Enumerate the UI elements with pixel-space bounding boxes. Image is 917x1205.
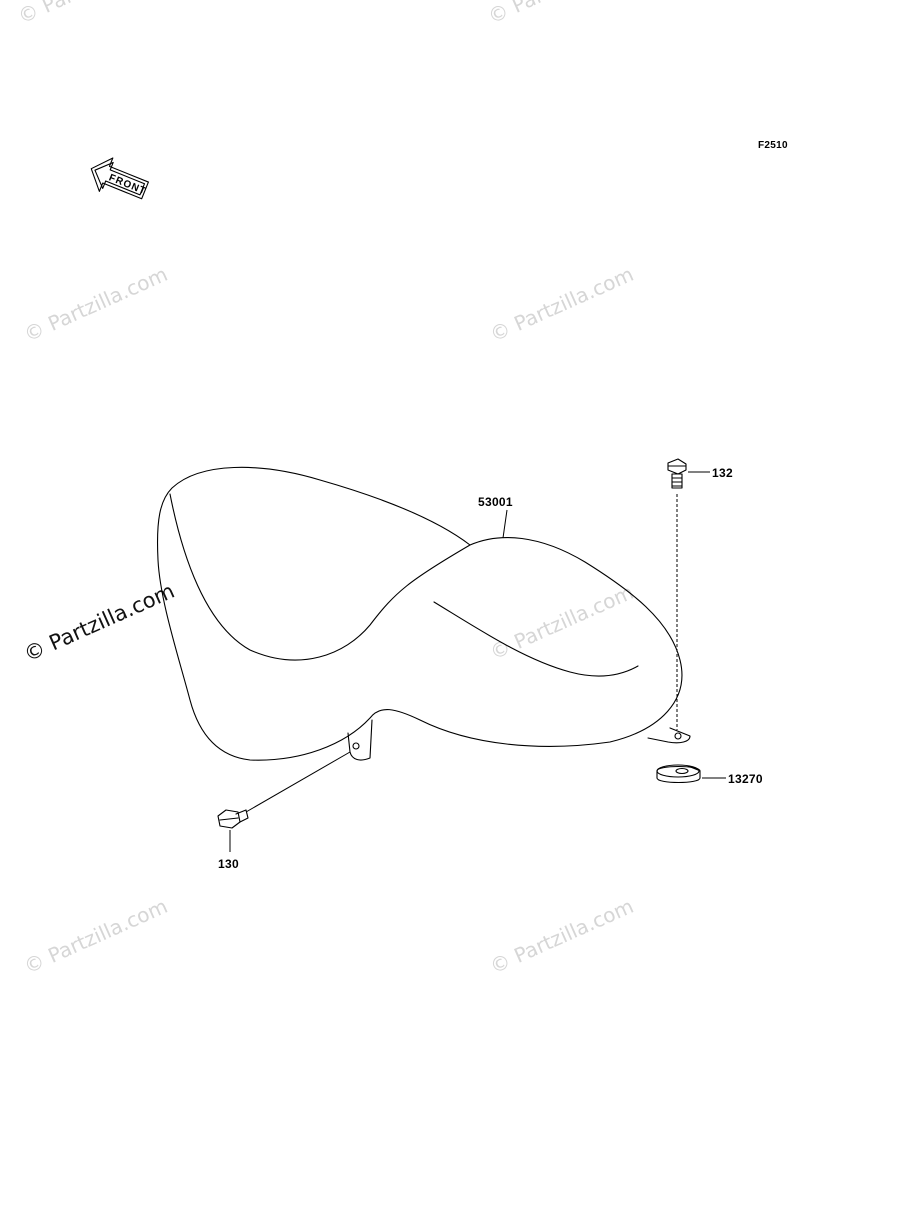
bolt-icon-rear[interactable] xyxy=(667,458,687,489)
watermark-top-right: © Partzilla.com xyxy=(484,0,635,29)
bolt-front-callout[interactable]: 130 xyxy=(218,857,239,871)
damper-icon[interactable] xyxy=(656,764,701,784)
front-arrow-icon: FRONT xyxy=(90,157,149,200)
bolt-icon-front[interactable] xyxy=(217,809,249,829)
seat-passenger-contour xyxy=(433,601,639,677)
seat-rear-bracket-hole xyxy=(674,732,682,740)
watermark-bottom-right: © Partzilla.com xyxy=(486,894,637,979)
seat-callout[interactable]: 53001 xyxy=(478,495,513,509)
seat-rear-bracket xyxy=(647,727,691,744)
front-arrow-label: FRONT xyxy=(107,172,148,197)
bolt-rear-callout[interactable]: 132 xyxy=(712,466,733,480)
watermark-mid-right: © Partzilla.com xyxy=(486,262,637,347)
seat-rider-contour xyxy=(169,493,471,661)
watermark-top-left: © Partzilla.com xyxy=(14,0,165,29)
seat-front-bracket xyxy=(347,719,373,761)
watermark-center-right: © Partzilla.com xyxy=(486,580,637,665)
seat-front-bracket-hole xyxy=(352,742,360,750)
watermark-bottom-left: © Partzilla.com xyxy=(20,894,171,979)
seat-leader-line xyxy=(502,509,508,539)
watermark-mid-left: © Partzilla.com xyxy=(20,262,171,347)
damper-callout[interactable]: 13270 xyxy=(728,772,763,786)
seat-outline xyxy=(157,466,683,761)
watermark-dark: © Partzilla.com xyxy=(20,579,178,667)
watermarks: © Partzilla.com © Partzilla.com © Partzi… xyxy=(14,0,637,979)
seat-part[interactable] xyxy=(157,466,691,761)
bolt-front-axis-line xyxy=(245,751,351,813)
figure-code: F2510 xyxy=(758,140,788,151)
